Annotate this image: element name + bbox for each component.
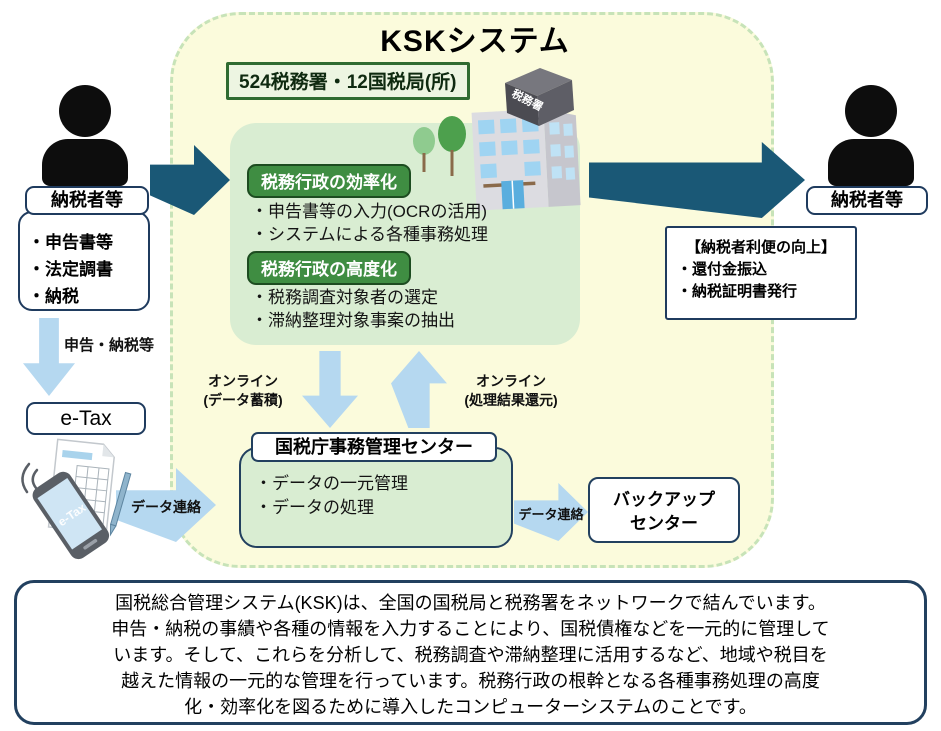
description-line: います。そして、これらを分析して、税務調査や滞納整理に活用するなど、地域や税目を	[113, 645, 828, 665]
description-line: 申告・納税の事績や各種の情報を入力することにより、国税債権などを一元的に管理して	[111, 619, 830, 639]
filing-arrow-down-icon	[23, 318, 75, 396]
taxpayer-right-icon	[845, 85, 897, 137]
data-link-label-right: データ連絡	[518, 507, 584, 522]
document-item: ・申告書等	[28, 233, 113, 252]
benefit-item: ・納税証明書発行	[677, 283, 798, 300]
center-item: ・データの処理	[255, 498, 374, 517]
description-line: 国税総合管理システム(KSK)は、全国の国税局と税務署をネットワークで結んでいま…	[115, 593, 826, 613]
tax-office-building-icon: 税務署	[413, 68, 581, 211]
nta-admin-center-panel	[239, 447, 513, 548]
efficiency-item-list: ・申告書等の入力(OCRの活用) ・システムによる各種事務処理	[251, 200, 488, 246]
taxpayer-right-icon-body	[828, 139, 914, 186]
diagram-title: KSKシステム	[380, 25, 570, 58]
taxpayer-benefit-box: 【納税者利便の向上】 ・還付金振込 ・納税証明書発行	[665, 226, 857, 320]
benefit-item: ・還付金振込	[677, 261, 768, 278]
nta-admin-center-items: ・データの一元管理 ・データの処理	[255, 472, 408, 520]
advancement-item: ・税務調査対象者の選定	[251, 288, 438, 307]
advancement-item-list: ・税務調査対象者の選定 ・滞納整理対象事案の抽出	[251, 286, 455, 332]
taxpayer-left-label: 納税者等	[25, 186, 149, 215]
center-item: ・データの一元管理	[255, 474, 408, 493]
office-count-box: 524税務署・12国税局(所)	[226, 62, 470, 100]
description-line: 化・効率化を図るために導入したコンピューターシステムのことです。	[184, 697, 757, 717]
taxpayer-left-icon	[59, 85, 111, 137]
benefit-title: 【納税者利便の向上】	[685, 239, 836, 256]
description-line: 越えた情報の一元的な管理を行っています。税務行政の根幹となる各種事務処理の高度	[121, 671, 820, 691]
backup-center-box: バックアップ センター	[588, 477, 740, 543]
advancement-item: ・滞納整理対象事案の抽出	[251, 311, 455, 330]
efficiency-item: ・申告書等の入力(OCRの活用)	[251, 202, 488, 221]
description-box: 国税総合管理システム(KSK)は、全国の国税局と税務署をネットワークで結んでいま…	[14, 580, 927, 725]
etax-device-icon: e-Tax	[21, 438, 132, 560]
online-store-label: オンライン (データ蓄積)	[203, 373, 283, 408]
document-item: ・法定調書	[28, 260, 113, 279]
taxpayer-left-documents-box: ・申告書等 ・法定調書 ・納税	[18, 211, 150, 311]
filing-flow-label: 申告・納税等	[64, 337, 155, 354]
etax-box: e-Tax	[26, 402, 146, 435]
nta-admin-center-title: 国税庁事務管理センター	[251, 432, 497, 462]
data-link-label-left: データ連絡	[131, 499, 201, 515]
efficiency-item: ・システムによる各種事務処理	[251, 225, 488, 244]
taxpayer-left-icon-body	[42, 139, 128, 186]
advancement-badge: 税務行政の高度化	[247, 251, 411, 285]
efficiency-badge: 税務行政の効率化	[247, 164, 411, 198]
document-item: ・納税	[28, 287, 79, 306]
taxpayer-right-label: 納税者等	[806, 186, 928, 215]
online-return-label: オンライン (処理結果還元)	[464, 373, 558, 408]
